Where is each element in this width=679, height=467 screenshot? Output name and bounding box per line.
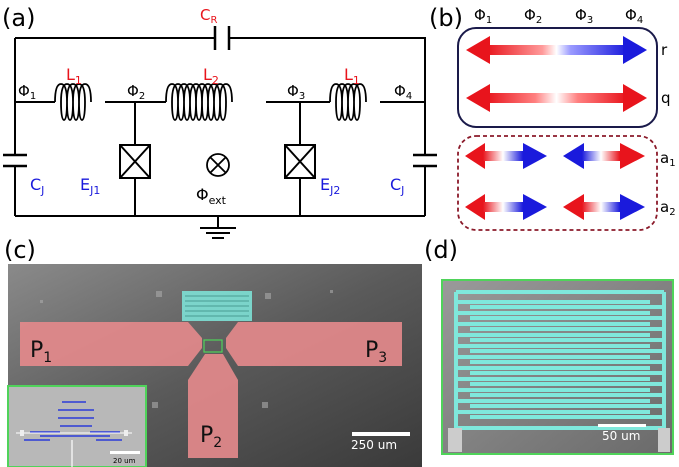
pad-p1	[20, 322, 202, 366]
capacitor-cj-left	[3, 153, 27, 168]
panel-c-label: (c)	[4, 236, 36, 264]
mode-r-label: r	[661, 41, 668, 59]
node-phi2-label: Φ2	[127, 82, 145, 102]
panel-d-label: (d)	[424, 236, 458, 264]
external-flux-cross	[209, 156, 227, 174]
center-junction-box	[203, 339, 223, 353]
inductor-l1-left-label: L1	[66, 65, 82, 87]
node-phi3-label: Φ3	[287, 82, 305, 102]
top-wire	[15, 37, 426, 102]
pad-p3-label: P3	[365, 338, 387, 366]
resonator-meander	[182, 291, 252, 321]
scalebar-c-label: 250 um	[351, 438, 397, 452]
capacitor-cr-label: CR	[200, 6, 217, 26]
lead-left	[448, 428, 462, 452]
capacitor-cj-right	[413, 153, 437, 168]
header-phi3: Φ3	[575, 6, 593, 26]
pad-p3	[226, 322, 402, 366]
node-phi1-label: Φ1	[18, 82, 36, 102]
interdigitated-meander	[454, 290, 666, 430]
sem-speckles	[40, 290, 333, 408]
external-flux-icon	[206, 153, 230, 177]
mode-a1-label: a1	[660, 149, 676, 169]
inductor-l1-right	[329, 83, 367, 121]
external-flux-label: Φext	[196, 185, 227, 207]
header-phi1: Φ1	[474, 6, 492, 26]
lead-right	[658, 428, 670, 452]
inset-zoom: 20 um	[7, 385, 147, 467]
header-phi4: Φ4	[625, 6, 643, 26]
mode-a2-arrows	[465, 194, 645, 220]
mode-q-arrow	[466, 84, 647, 112]
inductor-l1-left	[54, 83, 92, 121]
panel-b-label: (b)	[429, 4, 463, 32]
panel-a-label: (a)	[2, 4, 35, 32]
scalebar-inset-label: 20 um	[113, 457, 136, 465]
inset-meander-blue	[24, 401, 122, 441]
capacitor-cj-right-label: CJ	[390, 175, 404, 197]
pad-p2	[188, 354, 238, 458]
mode-q-label: q	[661, 89, 671, 107]
ground-icon	[200, 216, 236, 239]
pad-p1-label: P1	[30, 338, 52, 366]
node-phi4-label: Φ4	[394, 82, 412, 102]
panel-b: (b) Φ1 Φ2 Φ3 Φ4 r q	[429, 4, 676, 231]
mode-a2-label: a2	[660, 198, 676, 218]
antisymmetric-modes-box	[457, 135, 658, 231]
capacitor-cj-left-label: CJ	[30, 175, 44, 197]
mode-r-arrow	[466, 36, 647, 64]
scalebar-d-label: 50 um	[602, 429, 640, 443]
panel-c: (c) P1 P2 P3 250 um	[4, 236, 422, 467]
panel-a: (a) CR L1 L2 L1 Φ1 Φ2 Φ3 Φ4 CJ CJ	[2, 4, 437, 239]
pad-p2-label: P2	[200, 423, 222, 451]
inductor-l1-right-label: L1	[344, 65, 360, 87]
symmetric-modes-box	[457, 27, 658, 128]
inductor-l2	[165, 83, 233, 121]
inductor-l2-label: L2	[203, 65, 219, 87]
mode-a1-arrows	[465, 143, 645, 169]
junction-ej1-cross	[119, 144, 151, 179]
scalebar-c	[352, 432, 410, 436]
junction-ej2-cross	[284, 144, 316, 179]
scalebar-inset	[110, 451, 140, 454]
header-phi2: Φ2	[524, 6, 542, 26]
scalebar-d	[598, 424, 646, 427]
junction-ej2-label: EJ2	[320, 175, 340, 197]
junction-ej1-label: EJ1	[80, 175, 100, 197]
capacitor-cr-symbol	[213, 26, 231, 50]
panel-d: (d) 50 um	[424, 236, 674, 455]
mode-column-headers: Φ1 Φ2 Φ3 Φ4	[474, 6, 643, 26]
